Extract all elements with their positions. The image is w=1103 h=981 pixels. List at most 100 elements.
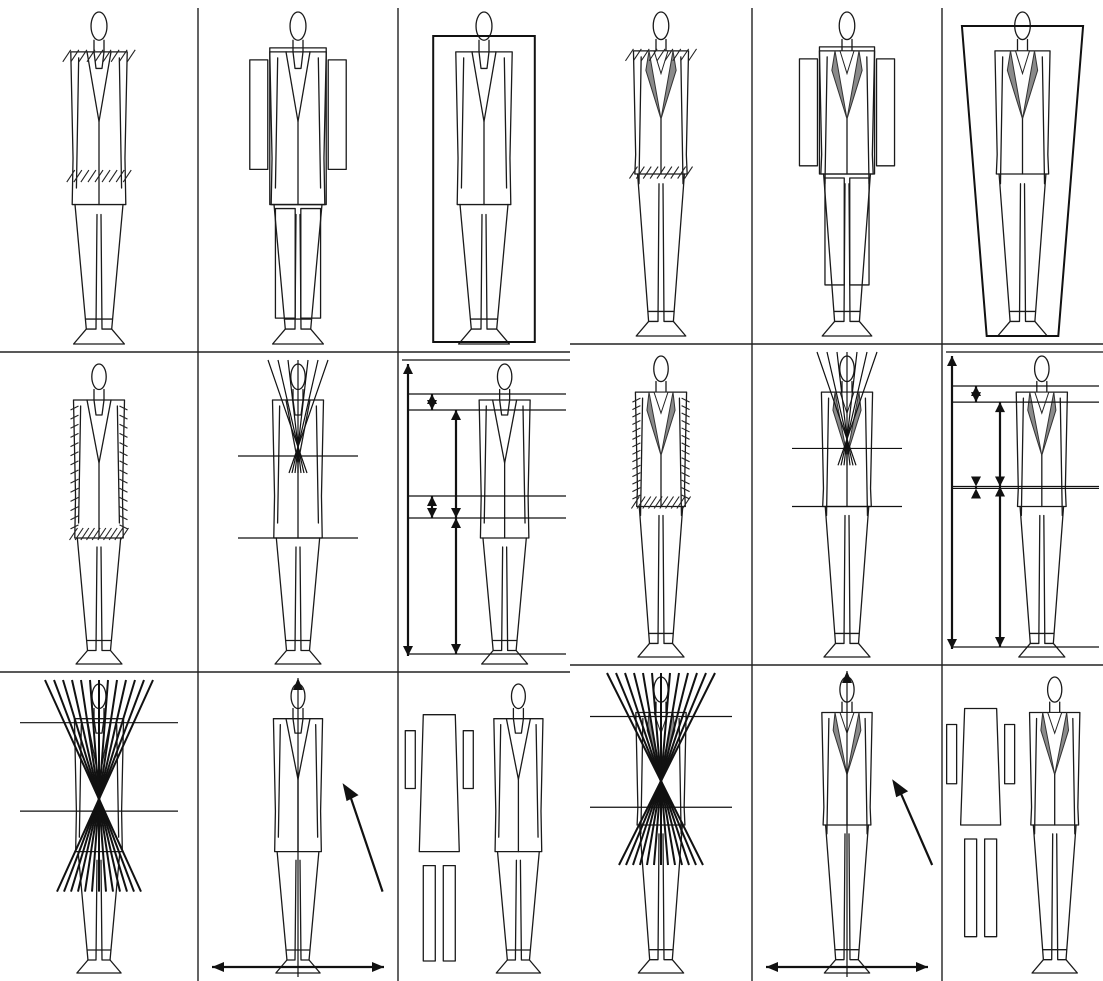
- right-trouser-leg: [300, 852, 319, 960]
- tie-knot: [500, 400, 510, 415]
- hatch-stroke: [88, 170, 96, 182]
- edge-hatch: [632, 488, 640, 492]
- sleeve-line: [1035, 719, 1037, 834]
- shoes-outline: [998, 321, 1048, 336]
- hatch-stroke: [650, 167, 658, 179]
- torso-arrow-head-down: [451, 508, 461, 518]
- suit-figure: [479, 364, 530, 664]
- edge-hatch: [632, 398, 640, 402]
- left-sheet-drawing: [0, 0, 570, 981]
- edge-hatch: [682, 398, 690, 402]
- edge-hatch: [120, 479, 128, 483]
- full-height-arrow-head-up: [947, 356, 957, 366]
- panel-r2-c3: [402, 360, 570, 664]
- leg-arrow-head-down: [995, 637, 1005, 647]
- sleeve-line: [278, 725, 280, 837]
- left-trouser-leg: [77, 538, 97, 651]
- suit-figure: [74, 364, 125, 664]
- sleeve-line: [504, 58, 506, 188]
- head-outline: [497, 364, 511, 390]
- hatch-stroke: [67, 170, 75, 182]
- suit-figure: [456, 12, 512, 344]
- edge-hatch: [71, 507, 79, 511]
- left-sheet: [0, 0, 570, 981]
- shoes-outline: [77, 960, 121, 973]
- shirt-collar: [840, 51, 854, 74]
- left-trouser-leg: [276, 538, 296, 651]
- right-sleeve-block: [328, 60, 346, 170]
- axis-arrow-head: [293, 678, 303, 690]
- waist-arrow-head-down: [971, 477, 981, 487]
- sleeve-line: [119, 58, 121, 188]
- suit-figure: [270, 12, 326, 344]
- right-trouser-leg: [486, 205, 508, 330]
- sleeve-line: [278, 406, 280, 523]
- left-trouser-leg: [639, 507, 659, 644]
- hatch-stroke: [116, 170, 124, 182]
- diagonal-arrow: [349, 791, 383, 891]
- edge-hatch: [71, 406, 79, 410]
- diagonal-arrow: [898, 787, 932, 865]
- edge-hatch: [120, 488, 128, 492]
- hatch-stroke: [671, 167, 679, 179]
- shoes-outline: [482, 651, 528, 665]
- lapel-vee: [87, 52, 111, 122]
- hatch-stroke: [81, 170, 89, 182]
- tie-knot: [293, 52, 303, 69]
- base-width-arrow-head-left: [766, 962, 778, 972]
- detached-sleeve: [947, 725, 957, 784]
- sleeve-line: [536, 725, 538, 837]
- waist-arrow-head-up: [971, 488, 981, 498]
- right-trouser-leg: [849, 174, 870, 321]
- detached-jacket: [419, 715, 459, 852]
- left-trouser-leg: [825, 507, 845, 644]
- lapel-vee: [87, 400, 111, 463]
- panel-r3-c2: [766, 671, 932, 977]
- detached-jacket: [961, 709, 1001, 825]
- right-leg-block: [301, 209, 321, 319]
- detached-sleeve: [405, 731, 415, 789]
- hatch-stroke: [74, 170, 82, 182]
- base-width-arrow-head-right: [372, 962, 384, 972]
- left-trouser-leg: [1020, 507, 1040, 644]
- right-trouser-leg: [520, 852, 539, 960]
- sleeve-line: [641, 398, 643, 515]
- right-trouser-leg: [300, 205, 322, 330]
- sleeve-line: [499, 725, 501, 837]
- right-trouser-leg: [507, 538, 527, 651]
- lapel-vee: [286, 52, 310, 122]
- right-trouser-leg: [101, 538, 121, 651]
- left-trouser-leg: [274, 205, 296, 330]
- edge-hatch: [682, 480, 690, 484]
- detached-sleeve: [463, 731, 473, 789]
- axis-arrow-head: [842, 671, 852, 683]
- sleeve-line: [679, 398, 681, 515]
- sleeve-line: [79, 406, 81, 523]
- lapel-vee: [506, 719, 530, 780]
- sleeve-line: [461, 58, 463, 188]
- right-trouser-leg: [849, 507, 869, 644]
- sleeve-line: [681, 57, 683, 184]
- left-trouser-leg: [483, 538, 503, 651]
- hatch-stroke: [636, 167, 644, 179]
- detached-leg: [443, 866, 455, 961]
- panel-r1-c2: [799, 12, 894, 336]
- sleeve-line: [1042, 57, 1044, 184]
- head-outline: [92, 364, 106, 390]
- sleeve-line: [827, 398, 829, 515]
- right-trouser-leg: [663, 174, 684, 321]
- sleeve-line: [318, 58, 320, 188]
- panel-r2-c2: [238, 360, 358, 664]
- detached-sleeve: [1005, 725, 1015, 784]
- left-sleeve-block: [250, 60, 268, 170]
- detached-leg: [985, 839, 997, 937]
- edge-hatch: [632, 473, 640, 477]
- shoes-outline: [822, 321, 872, 336]
- panel-r1-c3: [433, 12, 535, 344]
- sleeve-line: [1060, 398, 1062, 515]
- edge-hatch: [682, 473, 690, 477]
- shoes-outline: [273, 329, 324, 344]
- head-outline: [1048, 677, 1062, 702]
- edge-hatch: [632, 480, 640, 484]
- panel-r1-c1: [63, 12, 135, 344]
